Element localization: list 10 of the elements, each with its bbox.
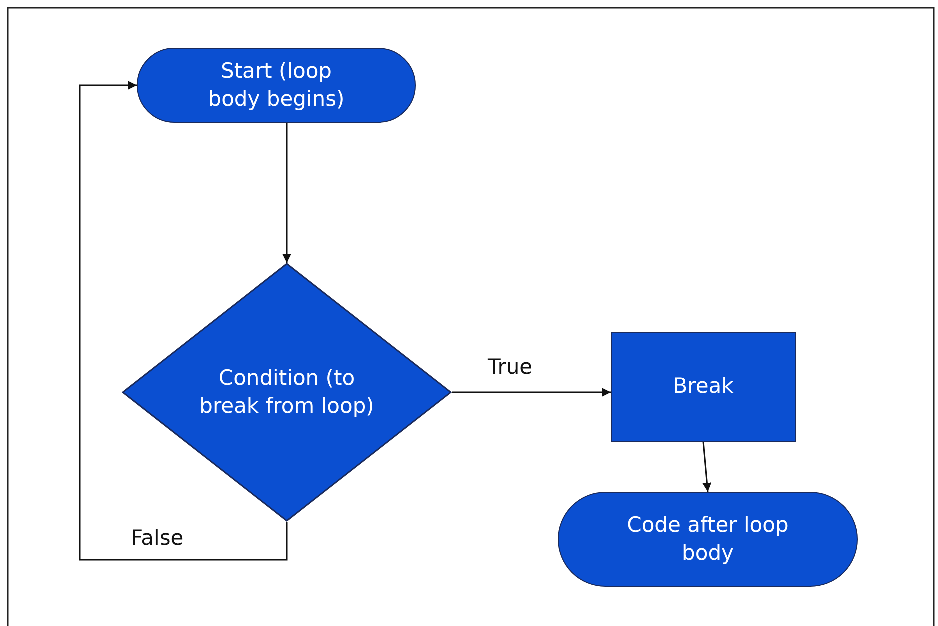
node-text: Condition (to break from loop) [198,365,376,420]
arrow [452,388,611,397]
arrow [702,442,712,492]
node-text: Code after loop body [626,512,790,566]
process-box [611,332,796,442]
node-text: Break [673,373,734,400]
arrow [282,123,292,263]
node-text: Start (loop body begins) [207,58,346,112]
arrow [79,81,288,561]
decision-diamond [122,263,452,522]
